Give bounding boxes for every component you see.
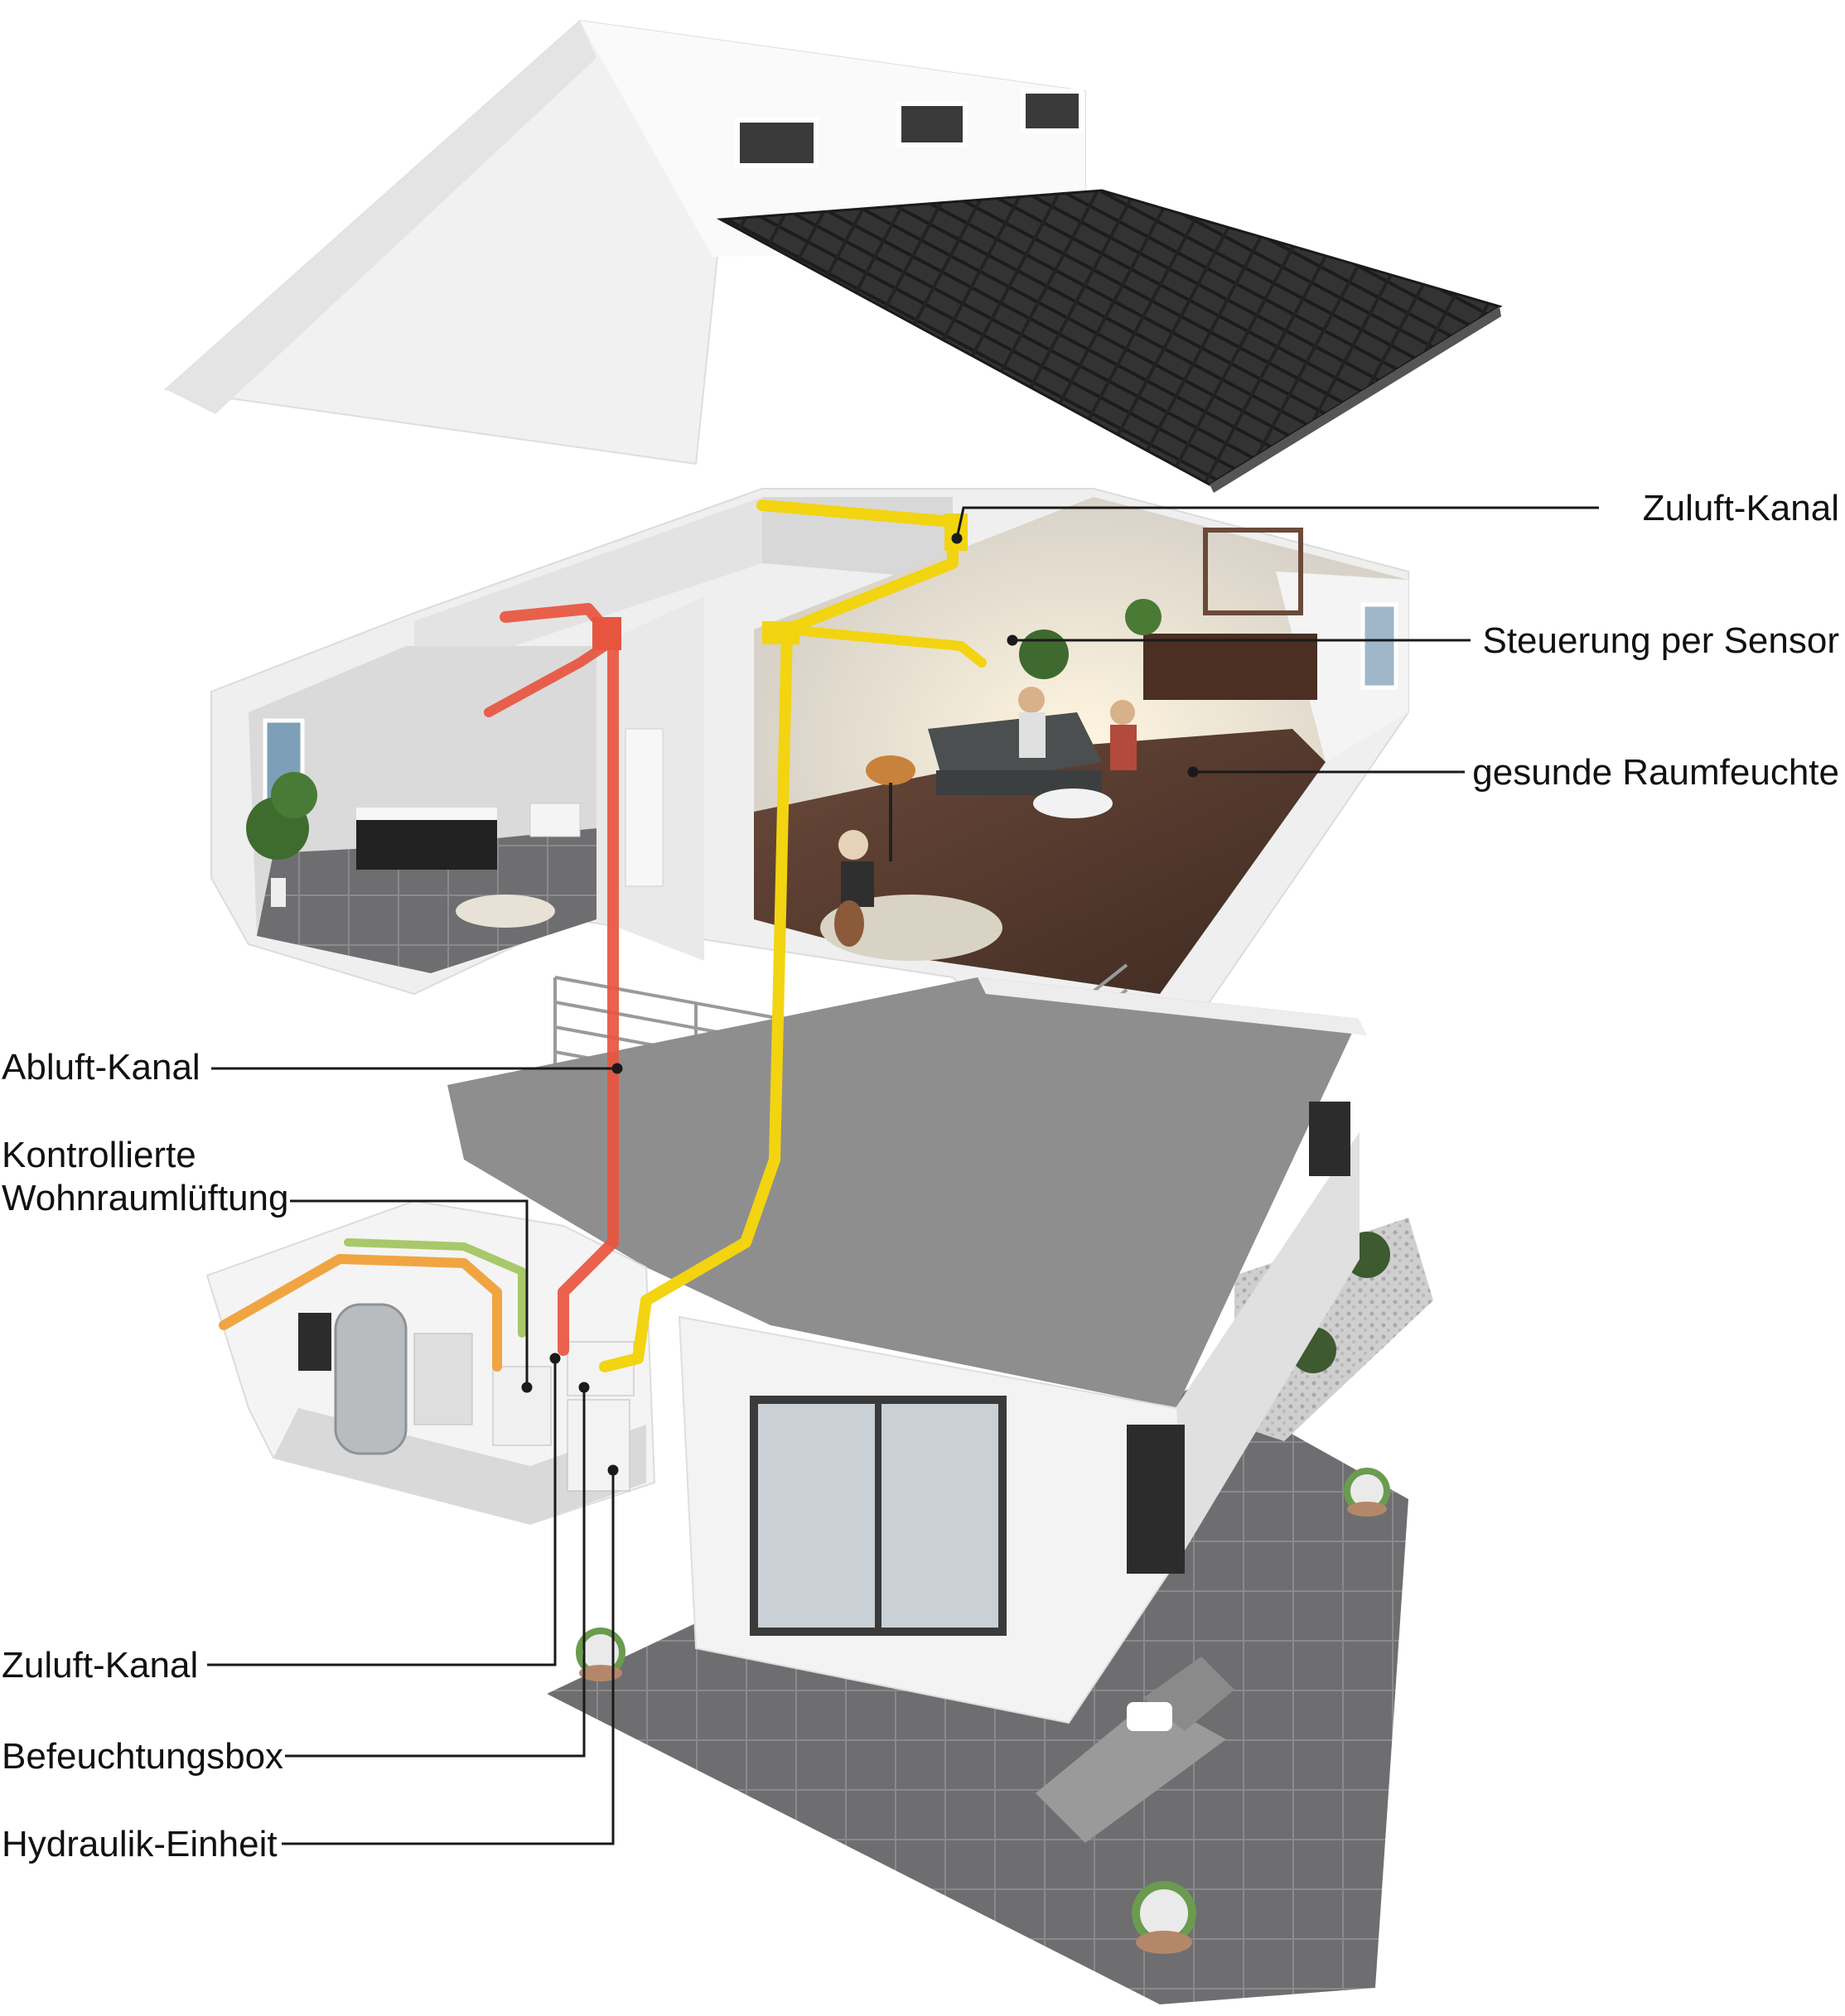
outside-air-duct [219, 1254, 502, 1372]
label-gesunde-raumfeuchte: gesunde Raumfeuchte [1472, 752, 1839, 793]
leader-lines [207, 506, 1599, 1845]
label-zuluft-kanal-top: Zuluft-Kanal [1642, 488, 1839, 528]
label-hydraulik-einheit: Hydraulik-Einheit [2, 1824, 278, 1864]
label-kontrollierte-line2: Wohnraumlüftung [2, 1178, 289, 1218]
leader-zuluft-bottom [207, 1358, 557, 1666]
label-steuerung-per-sensor: Steuerung per Sensor [1482, 620, 1839, 661]
leader-befeuchtung [285, 1387, 586, 1758]
green-duct [344, 1238, 526, 1338]
supply-duct-branch [782, 625, 987, 668]
label-kontrollierte-line1: Kontrollierte [2, 1135, 196, 1175]
label-befeuchtungsbox: Befeuchtungsbox [2, 1736, 284, 1777]
leader-hydraulik [282, 1470, 615, 1845]
leader-kontrollierte [290, 1199, 529, 1387]
ground-floor [205, 977, 1433, 2004]
label-zuluft-kanal-bottom: Zuluft-Kanal [2, 1645, 199, 1686]
exhaust-duct-branch [484, 641, 610, 717]
exhaust-duct [500, 603, 619, 1356]
leader-zuluft-top [955, 506, 1599, 539]
upper-floor [210, 488, 1409, 1222]
roof [163, 19, 1503, 493]
label-abluft-kanal: Abluft-Kanal [2, 1047, 200, 1088]
ventilation-ducts [219, 499, 987, 1372]
